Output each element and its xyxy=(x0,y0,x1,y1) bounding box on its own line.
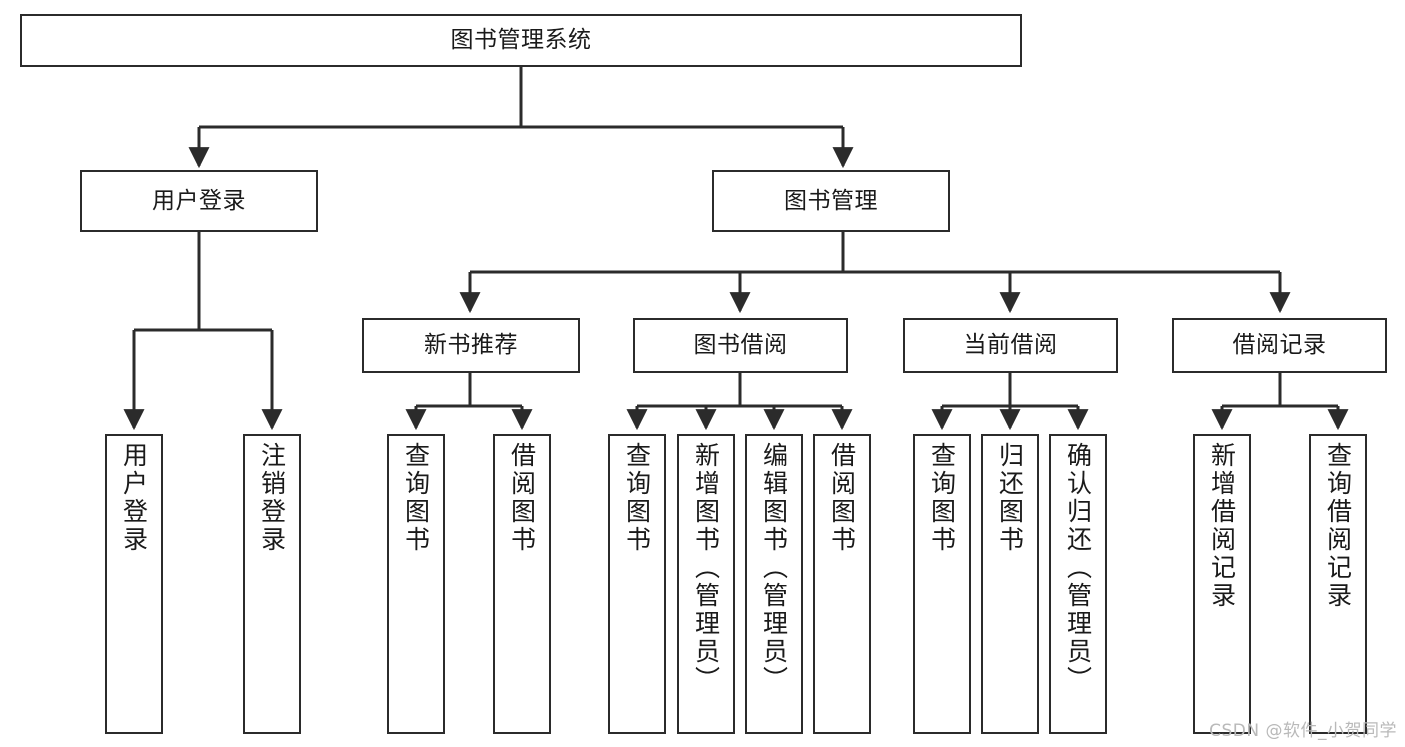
node-leaf-confirm-return[interactable]: 确认归还（管理员） xyxy=(1049,434,1107,734)
node-leaf-add-record[interactable]: 新增借阅记录 xyxy=(1193,434,1251,734)
node-leaf-query-book-2-label: 查询图书 xyxy=(622,442,652,554)
node-leaf-query-book-3[interactable]: 查询图书 xyxy=(913,434,971,734)
node-leaf-user-login-label: 用户登录 xyxy=(119,442,149,554)
node-leaf-query-book-3-label: 查询图书 xyxy=(927,442,957,554)
node-borrow-record[interactable]: 借阅记录 xyxy=(1172,318,1387,373)
node-leaf-query-book-2[interactable]: 查询图书 xyxy=(608,434,666,734)
node-borrow-record-label: 借阅记录 xyxy=(1232,332,1327,359)
node-root-label: 图书管理系统 xyxy=(450,27,592,54)
node-leaf-confirm-return-label: 确认归还（管理员） xyxy=(1063,442,1093,694)
node-leaf-user-login[interactable]: 用户登录 xyxy=(105,434,163,734)
node-leaf-borrow-book-2[interactable]: 借阅图书 xyxy=(813,434,871,734)
node-leaf-query-record[interactable]: 查询借阅记录 xyxy=(1309,434,1367,734)
node-leaf-add-record-label: 新增借阅记录 xyxy=(1207,442,1237,610)
node-user-login[interactable]: 用户登录 xyxy=(80,170,318,232)
node-leaf-return-book-label: 归还图书 xyxy=(995,442,1025,554)
node-leaf-user-logout-label: 注销登录 xyxy=(257,442,287,554)
node-current-borrow-label: 当前借阅 xyxy=(963,332,1058,359)
node-leaf-query-record-label: 查询借阅记录 xyxy=(1323,442,1353,610)
node-current-borrow[interactable]: 当前借阅 xyxy=(903,318,1118,373)
node-new-book-recommend-label: 新书推荐 xyxy=(424,332,518,359)
node-new-book-recommend[interactable]: 新书推荐 xyxy=(362,318,580,373)
node-leaf-add-book[interactable]: 新增图书（管理员） xyxy=(677,434,735,734)
node-leaf-user-logout[interactable]: 注销登录 xyxy=(243,434,301,734)
node-book-management-label: 图书管理 xyxy=(784,187,878,214)
node-leaf-edit-book[interactable]: 编辑图书（管理员） xyxy=(745,434,803,734)
node-leaf-borrow-book-1[interactable]: 借阅图书 xyxy=(493,434,551,734)
node-leaf-query-book-1-label: 查询图书 xyxy=(401,442,431,554)
node-book-borrow-label: 图书借阅 xyxy=(693,332,788,359)
node-leaf-query-book-1[interactable]: 查询图书 xyxy=(387,434,445,734)
node-leaf-return-book[interactable]: 归还图书 xyxy=(981,434,1039,734)
node-book-management[interactable]: 图书管理 xyxy=(712,170,950,232)
node-root[interactable]: 图书管理系统 xyxy=(20,14,1022,67)
node-leaf-add-book-label: 新增图书（管理员） xyxy=(691,442,721,694)
node-user-login-label: 用户登录 xyxy=(152,187,246,214)
node-leaf-borrow-book-2-label: 借阅图书 xyxy=(827,442,857,554)
node-leaf-edit-book-label: 编辑图书（管理员） xyxy=(759,442,789,694)
node-book-borrow[interactable]: 图书借阅 xyxy=(633,318,848,373)
node-leaf-borrow-book-1-label: 借阅图书 xyxy=(507,442,537,554)
